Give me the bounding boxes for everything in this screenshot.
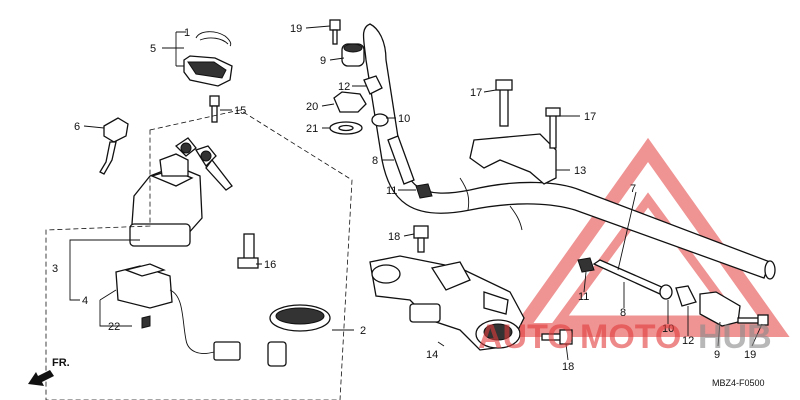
callout-21: 21 <box>306 123 318 135</box>
callout-12-right: 12 <box>682 335 694 347</box>
bolt-part-19-top <box>329 19 341 45</box>
callout-10-top: 10 <box>398 113 410 125</box>
bolt-part-15 <box>209 95 220 123</box>
watermark-text: AUTO MOTO HUB <box>478 318 772 356</box>
front-arrow-icon <box>28 370 54 386</box>
callout-3: 3 <box>52 263 58 275</box>
callout-19-right: 19 <box>744 349 756 361</box>
top-bridge-part-14 <box>369 255 525 351</box>
callout-14: 14 <box>426 349 438 361</box>
cover-cap-part-5 <box>183 55 233 87</box>
callout-15: 15 <box>234 105 246 117</box>
bolt-part-18-center <box>413 225 429 253</box>
callout-7: 7 <box>630 183 636 195</box>
svg-text:HUB: HUB <box>698 318 772 356</box>
nut-part-11-right <box>577 257 595 273</box>
callout-9-top: 9 <box>320 55 326 67</box>
collar-part-12-top <box>363 75 383 95</box>
watermark-triangle-inner <box>551 192 745 325</box>
callout-18-lower: 18 <box>562 361 574 373</box>
handlebar-part-7 <box>362 23 776 280</box>
callout-11-right: 11 <box>578 291 589 303</box>
screw-part-22 <box>141 315 151 329</box>
callout-10-right: 10 <box>662 323 674 335</box>
callout-2: 2 <box>360 325 366 337</box>
callout-9-right: 9 <box>714 349 720 361</box>
callout-22: 22 <box>108 321 120 333</box>
diagram-code: MBZ4-F0500 <box>712 378 765 388</box>
collar-part-12-right <box>675 285 697 307</box>
bolt-part-16 <box>237 233 259 269</box>
callout-17-right: 17 <box>584 111 596 123</box>
callout-18-center: 18 <box>388 231 400 243</box>
bolt-part-18-lower <box>541 329 573 345</box>
callout-11-top: 11 <box>386 185 397 197</box>
callout-17-left: 17 <box>470 87 482 99</box>
svg-text:AUTO: AUTO <box>478 318 574 356</box>
callout-4: 4 <box>82 295 88 307</box>
nut-part-20 <box>333 91 367 113</box>
front-direction-indicator: FR. <box>28 357 70 386</box>
rubber-part-10-top <box>371 113 389 127</box>
washer-part-21 <box>329 121 363 135</box>
assembly-boundary-dashed <box>45 109 353 400</box>
callout-8-top: 8 <box>372 155 378 167</box>
watermark-logo <box>506 137 790 337</box>
watermark-triangle-outer <box>506 137 790 337</box>
callout-1: 1 <box>184 27 190 39</box>
rubber-part-10-right <box>659 284 673 300</box>
rod-part-8-right <box>592 259 665 295</box>
ignition-switch-part-3 <box>129 137 233 247</box>
clip-part-1 <box>195 31 232 47</box>
callout-12-top: 12 <box>338 81 350 93</box>
leader-lines-center <box>305 25 763 361</box>
leader-lines-left <box>69 31 354 331</box>
nut-part-11-top <box>415 183 433 199</box>
callout-20: 20 <box>306 101 318 113</box>
key-part-6 <box>99 117 129 175</box>
callout-6: 6 <box>74 121 80 133</box>
bar-end-weight-part-9-top <box>341 43 365 67</box>
callout-5: 5 <box>150 43 156 55</box>
callout-16: 16 <box>264 259 276 271</box>
callout-13: 13 <box>574 165 586 177</box>
callout-8-right: 8 <box>620 307 626 319</box>
rod-part-8-top <box>387 135 415 185</box>
upper-holder-part-13 <box>469 79 561 185</box>
callout-19-top: 19 <box>290 23 302 35</box>
cap-part-2 <box>267 304 331 367</box>
front-label: FR. <box>52 357 70 369</box>
bolt-part-19-right <box>737 314 769 326</box>
lock-body-part-4 <box>115 263 241 361</box>
svg-text:MOTO: MOTO <box>580 318 681 356</box>
